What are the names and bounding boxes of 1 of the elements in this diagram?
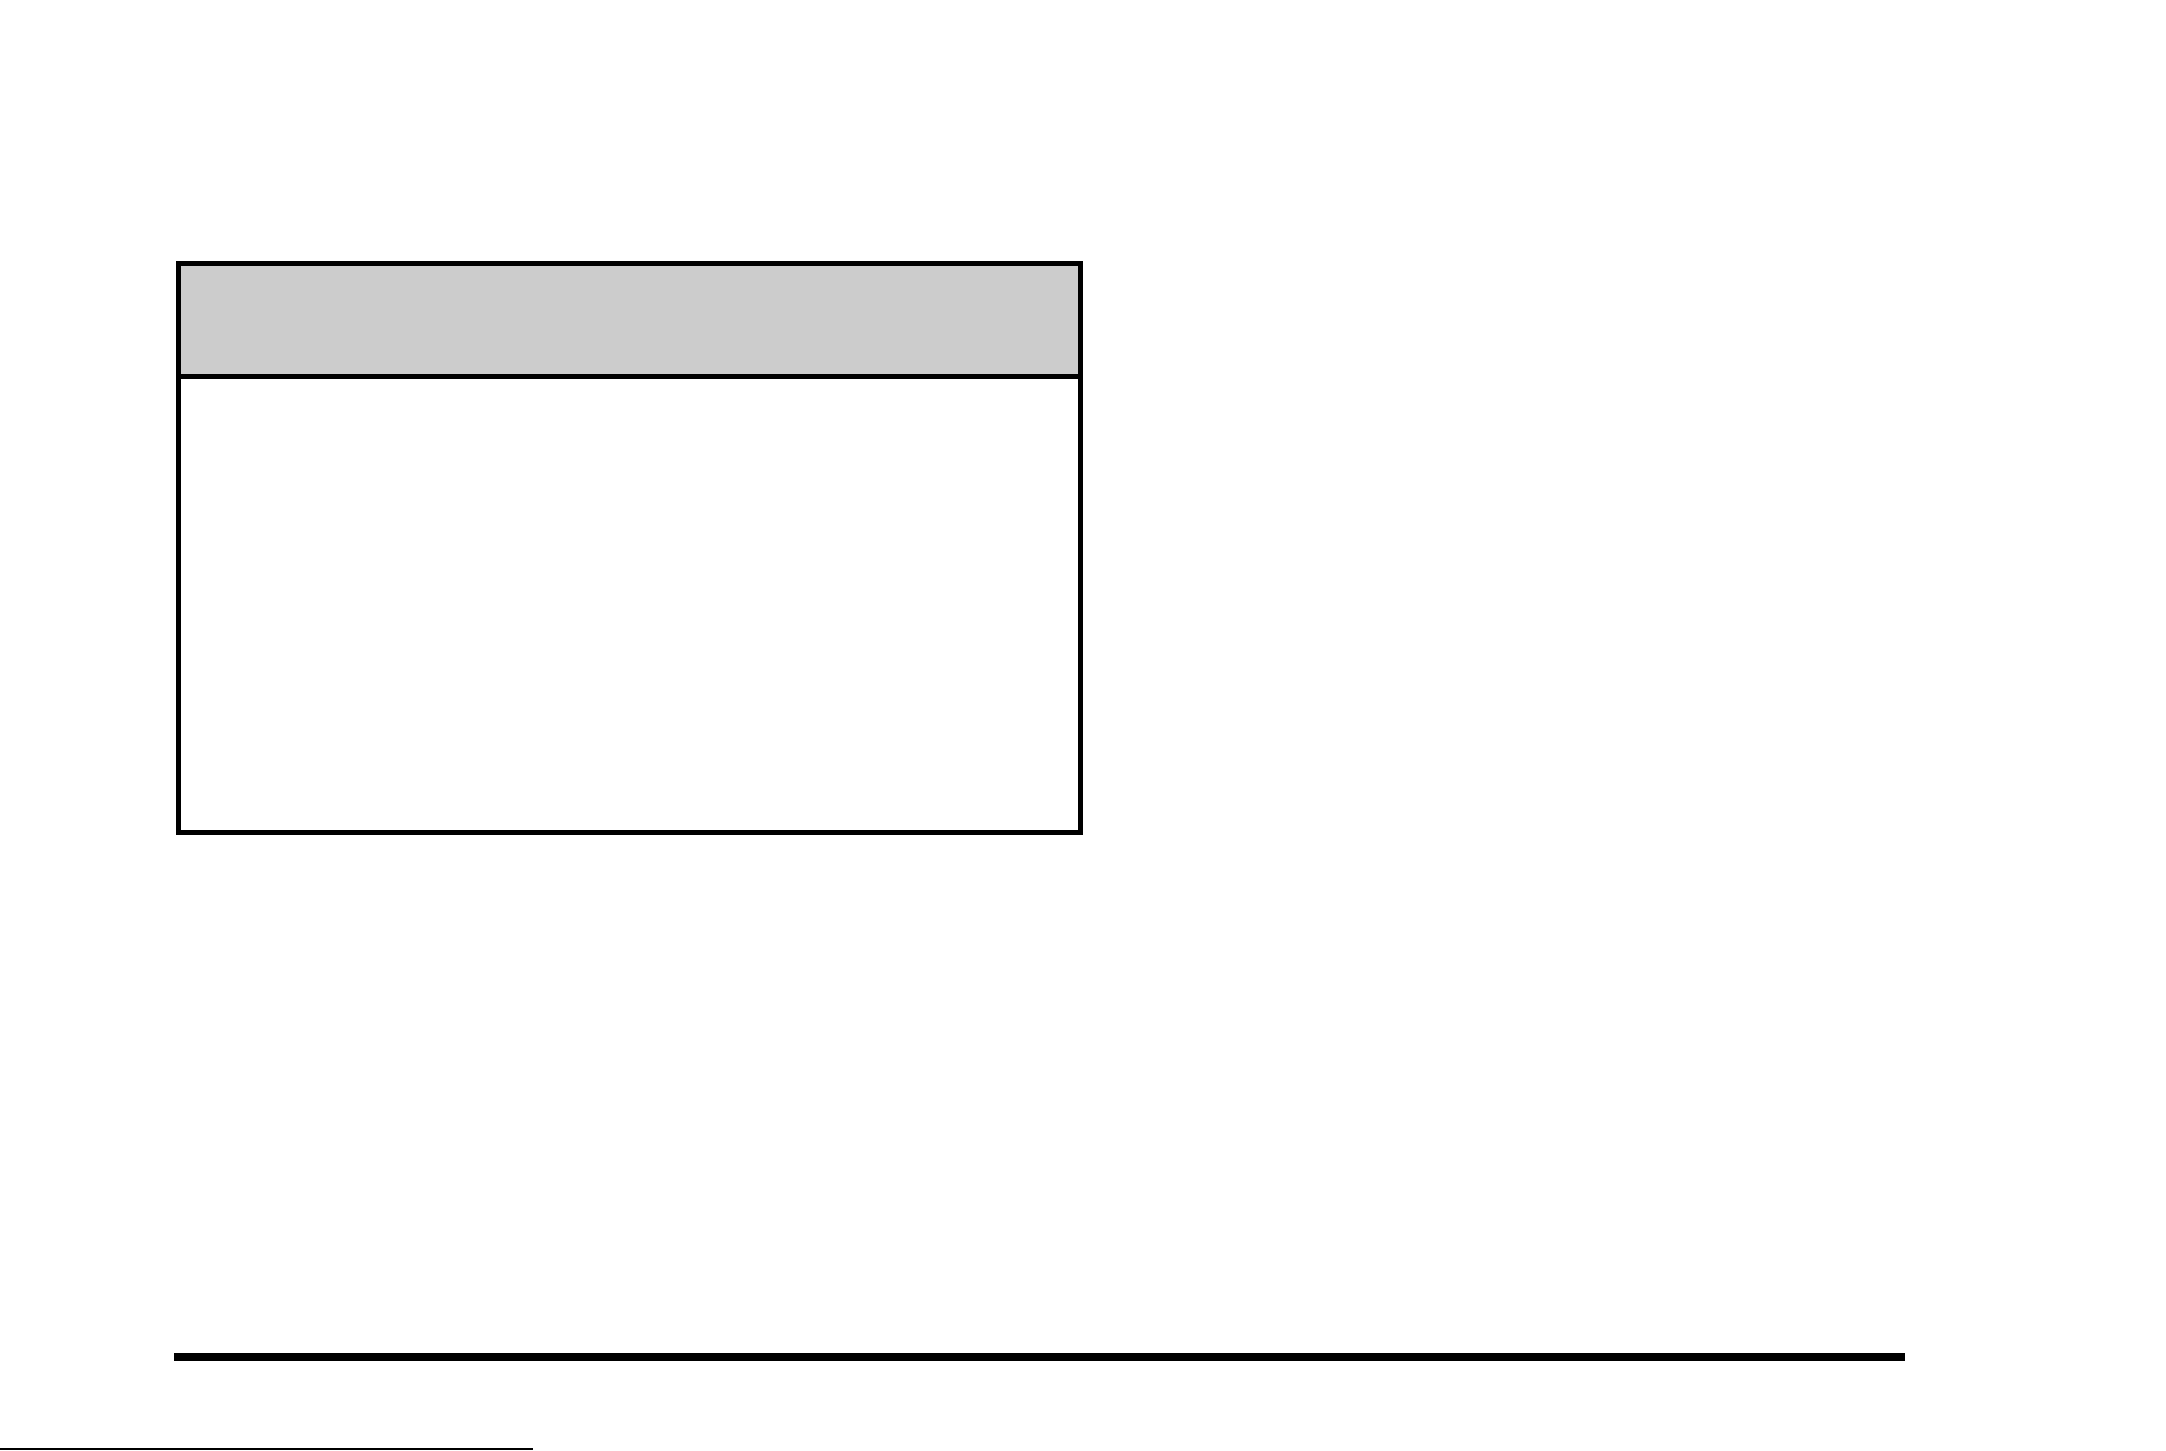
empty-table-box bbox=[176, 261, 1083, 835]
